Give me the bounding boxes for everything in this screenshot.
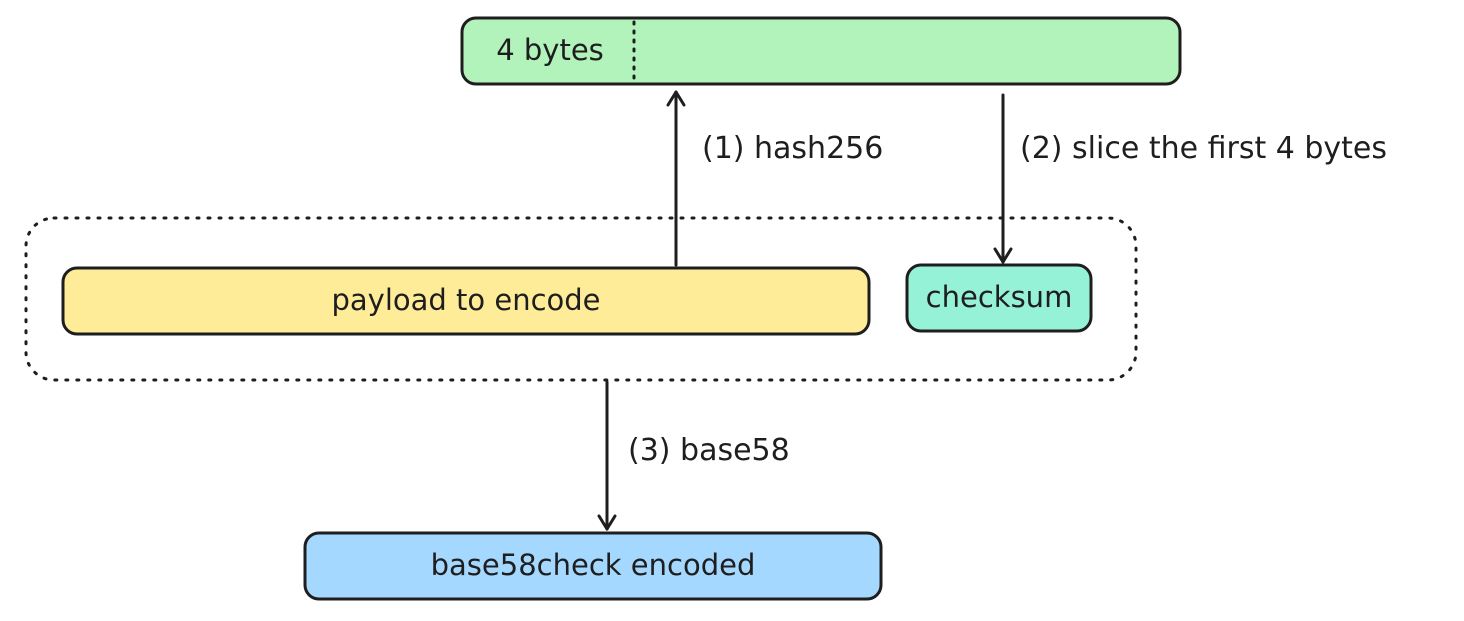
encoded-node[interactable]: base58check encoded — [303, 531, 883, 601]
checksum-box — [905, 263, 1093, 333]
hash-output-node[interactable]: 4 bytes — [460, 16, 1182, 86]
payload-node[interactable]: payload to encode — [61, 266, 871, 336]
payload-label: payload to encode — [331, 283, 600, 317]
hash-output-label: 4 bytes — [496, 33, 604, 67]
hash-arrow: (1) hash256 — [666, 90, 883, 267]
encoded-label: base58check encoded — [431, 548, 756, 582]
checksum-label: checksum — [926, 280, 1073, 314]
encode-arrow: (3) base58 — [597, 380, 790, 531]
hash-output-box — [460, 16, 1182, 86]
checksum-node[interactable]: checksum — [905, 263, 1093, 333]
payload-checksum-group — [24, 216, 1138, 382]
encoded-box — [303, 531, 883, 601]
slice-arrow-label: (2) slice the first 4 bytes — [1020, 131, 1387, 166]
payload-box — [61, 266, 871, 336]
encode-arrow-label: (3) base58 — [628, 433, 790, 468]
slice-arrow: (2) slice the first 4 bytes — [993, 93, 1387, 264]
hash-arrow-label: (1) hash256 — [702, 131, 883, 166]
